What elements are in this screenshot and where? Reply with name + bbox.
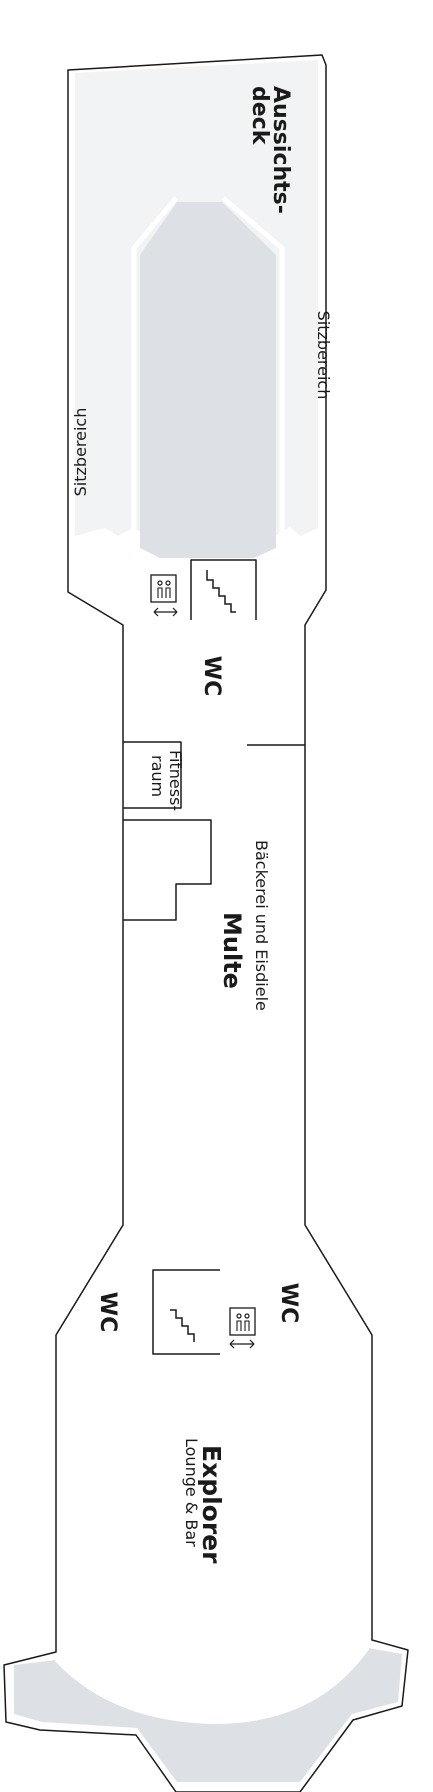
observation-central-edge-left [131,196,178,552]
wc-lower-right-label: WC [276,1283,301,1323]
svg-text:Fitness-: Fitness- [166,750,185,811]
wc-lower-left-label: WC [95,1292,120,1332]
stairs-icon [206,570,236,613]
svg-text:Multe: Multe [218,912,246,989]
upper-stairs-room-outline [190,559,257,620]
observation-deck-label-line1: Aussichts- [268,86,293,214]
fitness-room-label: Fitness- raum [148,750,185,811]
explorer-label: Explorer [197,1445,226,1564]
svg-text:WC: WC [95,1292,120,1332]
svg-text:Bäckerei und Eisdiele: Bäckerei und Eisdiele [252,840,271,1011]
stairs-icon [170,1309,195,1342]
svg-text:Lounge & Bar: Lounge & Bar [182,1438,201,1547]
elevator-icon [150,574,178,617]
svg-text:Explorer: Explorer [197,1445,226,1564]
svg-text:raum: raum [148,755,167,797]
observation-deck-label: Aussichts- deck [247,86,293,214]
seating-area-right-label: Sitzbereich [314,311,333,400]
wc-upper-label: WC [199,656,224,696]
explorer-bow-area [14,1648,402,1782]
observation-deck-label-line2: deck [247,86,272,146]
svg-text:WC: WC [199,656,224,696]
fitness-room-outline [123,741,182,809]
svg-text:Sitzbereich: Sitzbereich [314,311,333,400]
service-room-outline [123,819,212,921]
elevator-icon [229,1307,256,1349]
multe-label: Multe [218,912,246,989]
lower-stairs-room-outline [152,1269,220,1355]
svg-text:Sitzbereich: Sitzbereich [71,408,90,497]
svg-text:WC: WC [276,1283,301,1323]
observation-central-area [140,202,276,558]
observation-central-edge-right [221,196,285,552]
explorer-subtitle: Lounge & Bar [182,1438,201,1547]
seating-area-left-label: Sitzbereich [71,408,90,497]
explorer-bow-inner-line [54,1647,370,1724]
bakery-label: Bäckerei und Eisdiele [252,840,271,1011]
